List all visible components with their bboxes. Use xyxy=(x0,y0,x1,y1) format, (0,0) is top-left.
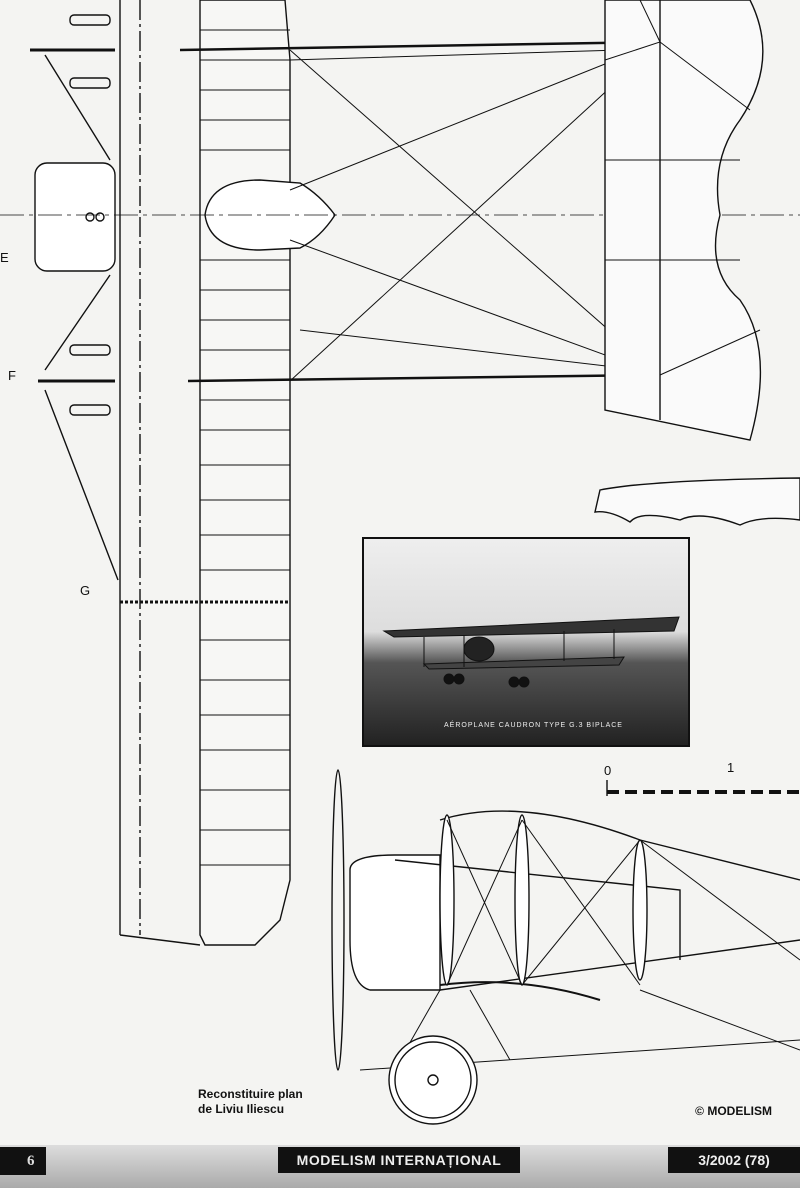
issue-number: 3/2002 (78) xyxy=(668,1147,800,1173)
tail-booms-bracing xyxy=(179,40,661,383)
scale-label-1: 1 xyxy=(727,760,735,775)
section-label-g: G xyxy=(80,583,91,598)
magazine-title: MODELISM INTERNAȚIONAL xyxy=(278,1147,520,1173)
section-label-f: F xyxy=(8,368,16,383)
tailplane xyxy=(604,0,764,441)
plan-credit: Reconstituire plan de Liviu Iliescu xyxy=(198,1087,303,1117)
section-label-e: E xyxy=(0,250,9,265)
upper-wing-planform xyxy=(119,0,291,946)
side-view xyxy=(331,769,800,1125)
engine-nacelles xyxy=(30,14,119,581)
scale-bar xyxy=(606,780,800,796)
scale-label-0: 0 xyxy=(604,763,612,778)
credit-line-1: Reconstituire plan xyxy=(198,1087,303,1101)
photo-caption: AÉROPLANE CAUDRON TYPE G.3 BIPLACE xyxy=(444,722,623,729)
page-number: 6 xyxy=(0,1147,46,1175)
biplane-photo-image xyxy=(382,616,680,688)
credit-line-2: de Liviu Iliescu xyxy=(198,1102,285,1116)
copyright: © MODELISM xyxy=(695,1104,772,1118)
lower-wing-partial xyxy=(594,477,800,526)
historical-photo: AÉROPLANE CAUDRON TYPE G.3 BIPLACE xyxy=(362,537,690,747)
